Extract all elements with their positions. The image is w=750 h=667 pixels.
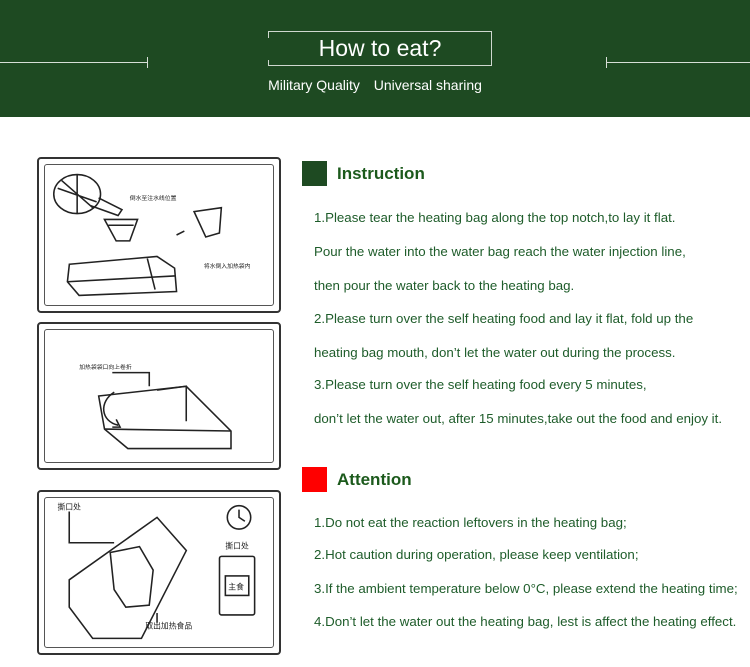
- attention-line-2: 2.Hot caution during operation, please k…: [314, 547, 639, 562]
- take-out-illustration: 撕口处 撕口处 主食 取出加热食品: [58, 502, 256, 640]
- instruction-line-5: heating bag mouth, don’t let the water o…: [314, 345, 676, 360]
- header-rule-tick-right: [606, 57, 607, 68]
- instruction-line-7: don’t let the water out, after 15 minute…: [314, 411, 723, 426]
- page-title: How to eat?: [318, 35, 442, 61]
- panel3-label-notch: 撕口处: [58, 502, 82, 512]
- panel3-label-takeout: 取出加热食品: [145, 621, 192, 631]
- instruction-line-6: 3.Please turn over the self heating food…: [314, 377, 647, 392]
- header-subtitle: Military Quality Universal sharing: [0, 77, 750, 93]
- panel3-label-notch2: 撕口处: [225, 541, 249, 551]
- fold-bag-illustration: 加热袋袋口向上卷折: [79, 363, 232, 450]
- instruction-line-3: then pour the water back to the heating …: [314, 278, 575, 293]
- header-banner: How to eat? Military Quality Universal s…: [0, 0, 750, 117]
- panel1-label-bottom: 将水倒入加热袋内: [204, 262, 251, 270]
- instruction-square-icon: [302, 161, 327, 186]
- header-rule-left: [0, 62, 148, 63]
- instruction-line-2: Pour the water into the water bag reach …: [314, 244, 686, 259]
- illustration-panel-take-out: 撕口处 撕口处 主食 取出加热食品: [37, 490, 281, 655]
- attention-header: Attention: [302, 467, 412, 492]
- instruction-line-4: 2.Please turn over the self heating food…: [314, 311, 694, 326]
- panel2-label: 加热袋袋口向上卷折: [79, 363, 132, 371]
- header-rule-right: [606, 62, 750, 63]
- pour-water-illustration: 倒水至注水线位置 将水倒入加热袋内: [52, 173, 251, 297]
- attention-line-1: 1.Do not eat the reaction leftovers in t…: [314, 515, 627, 530]
- attention-title: Attention: [337, 469, 412, 489]
- instruction-title: Instruction: [337, 163, 425, 183]
- instruction-header: Instruction: [302, 161, 425, 186]
- panel3-label-food: 主食: [228, 582, 244, 592]
- attention-line-3: 3.If the ambient temperature below 0°C, …: [314, 581, 738, 596]
- illustration-panel-pour-water: 倒水至注水线位置 将水倒入加热袋内: [37, 157, 281, 313]
- page-title-box: How to eat?: [267, 31, 492, 66]
- attention-line-4: 4.Don’t let the water out the heating ba…: [314, 614, 737, 629]
- header-rule-tick-left: [147, 57, 148, 68]
- panel1-label-top: 倒水至注水线位置: [130, 194, 177, 202]
- subtitle-military-quality: Military Quality: [268, 77, 360, 93]
- instruction-line-1: 1.Please tear the heating bag along the …: [314, 210, 676, 225]
- subtitle-universal-sharing: Universal sharing: [373, 77, 482, 93]
- illustration-panel-fold-bag: 加热袋袋口向上卷折: [37, 322, 281, 470]
- attention-square-icon: [302, 467, 327, 492]
